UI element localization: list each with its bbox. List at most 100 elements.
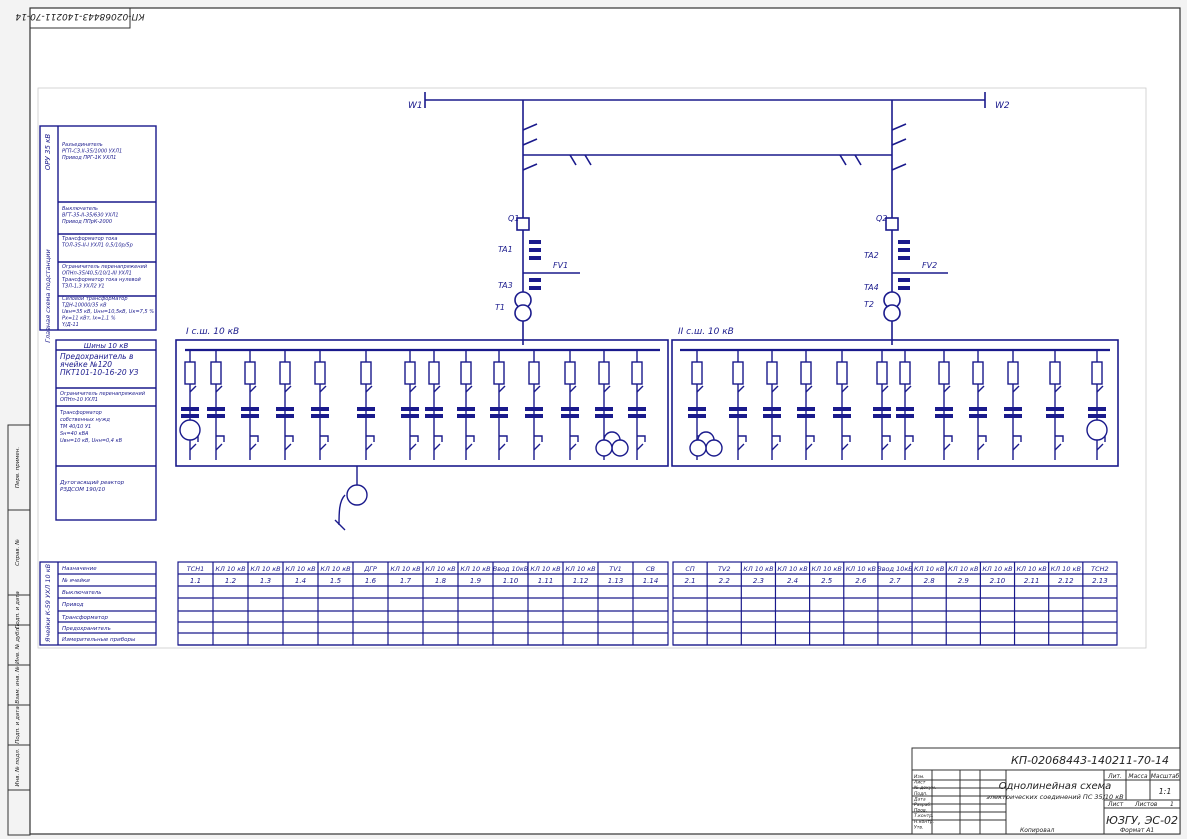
- cell-purpose: КЛ 10 кВ: [812, 565, 843, 573]
- title-role: Дата: [913, 796, 926, 802]
- cell-purpose: КЛ 10 кВ: [982, 565, 1013, 573]
- legend-hv-text: Силовой трансформатор: [62, 296, 128, 302]
- legend-mv-text: Трансформатор: [60, 410, 102, 416]
- bus-section-1-label: I с.ш. 10 кВ: [186, 327, 239, 337]
- cell-number: 2.3: [753, 577, 764, 585]
- title-block: [911, 747, 1181, 835]
- legend-hv-text: Выключатель: [62, 206, 98, 212]
- cell-purpose: TV1: [609, 565, 622, 573]
- arrester-fv1-label: FV1: [553, 261, 568, 270]
- cell-number: 1.11: [538, 577, 554, 585]
- legend-hv: [39, 125, 157, 331]
- switchgear-cell: [525, 350, 543, 460]
- switchgear-cell: [457, 350, 475, 460]
- side-stamps: [7, 424, 31, 836]
- switchgear-cell: [207, 350, 225, 460]
- legend-hv-text: Привод ПРГ-1К УХЛ1: [62, 155, 116, 161]
- legend-mv-text: РЗДСОМ 190/10: [60, 487, 106, 493]
- cell-number: 1.2: [225, 577, 237, 585]
- ct-ta4-label: TA4: [864, 283, 879, 292]
- switchgear-cell: [181, 350, 199, 460]
- cells-table-row-label: Назначение: [62, 566, 97, 572]
- legend-hv-text: Y/Д-11: [62, 322, 79, 328]
- switchgear-cell: [1004, 350, 1022, 460]
- cell-purpose: КЛ 10 кВ: [743, 565, 774, 573]
- cell-number: 2.7: [889, 577, 901, 585]
- cell-purpose: Ввод 10кВ: [877, 565, 913, 573]
- side-stamp-label: Подп. и дата: [15, 591, 21, 629]
- legend-hv-text: Pх=11 кВт, Iх=1,1 %: [62, 316, 116, 322]
- bus-section-2-label: II с.ш. 10 кВ: [678, 327, 734, 337]
- legend-mv-text: ОПНп-10 УХЛ1: [60, 397, 98, 403]
- switchgear-cell: [311, 350, 329, 460]
- switchgear-cell: [969, 350, 987, 460]
- cell-purpose: СП: [685, 565, 695, 573]
- transformer-t1-label: T1: [495, 303, 505, 312]
- title-code: КП-02068443-140211-70-14: [1011, 754, 1169, 767]
- switchgear-cell: [729, 350, 747, 460]
- title-role: Разраб.: [914, 802, 932, 808]
- switchgear-cell: [561, 350, 579, 460]
- cells-section-2: [672, 561, 1118, 646]
- cell-purpose: ТСН1: [187, 565, 205, 573]
- legend-mv: [55, 339, 157, 521]
- side-stamp-label: Взам. инв. №: [15, 666, 21, 704]
- cell-purpose: КЛ 10 кВ: [530, 565, 561, 573]
- title-role: Пров.: [914, 808, 927, 814]
- switchgear-cell: [425, 350, 443, 460]
- cell-number: 2.9: [958, 577, 970, 585]
- switchgear-cell: [935, 350, 953, 460]
- title-col-mass: Масса: [1128, 773, 1147, 780]
- cell-purpose: TV2: [718, 565, 731, 573]
- cell-purpose: КЛ 10 кВ: [250, 565, 281, 573]
- aux-transformer: [179, 419, 201, 441]
- cell-number: 1.4: [295, 577, 306, 585]
- cell-purpose: КЛ 10 кВ: [914, 565, 945, 573]
- title-col-lit: Лит.: [1107, 773, 1122, 780]
- cell-purpose: ТСН2: [1091, 565, 1109, 573]
- title-format: Формат А1: [1120, 827, 1154, 834]
- voltage-transformer: [689, 431, 723, 457]
- switchgear-cell: [896, 350, 914, 460]
- legend-mv-text: Предохранитель в: [60, 352, 133, 361]
- cell-number: 2.1: [685, 577, 696, 585]
- cell-number: 1.9: [470, 577, 482, 585]
- side-stamp-label: Инв. № подл.: [15, 748, 21, 786]
- switchgear-cell: [276, 350, 294, 460]
- switchgear-cell: [763, 350, 781, 460]
- cell-purpose: КЛ 10 кВ: [948, 565, 979, 573]
- legend-mv-text: ТМ 40/10 У1: [60, 424, 91, 430]
- cell-purpose: КЛ 10 кВ: [425, 565, 456, 573]
- switchgear-cell: [490, 350, 508, 460]
- line-w2-label: W2: [995, 101, 1010, 111]
- cell-purpose: КЛ 10 кВ: [846, 565, 877, 573]
- voltage-transformer: [595, 431, 629, 457]
- legend-mv-title: Шины 10 кВ: [84, 342, 129, 350]
- cell-number: 1.6: [365, 577, 377, 585]
- cells-table-row-label: Измерительные приборы: [62, 637, 136, 643]
- cell-purpose: КЛ 10 кВ: [390, 565, 421, 573]
- legend-hv-text: Трансформатор тока: [62, 236, 117, 242]
- switchgear-cell: [628, 350, 646, 460]
- cells-table-row-label: Предохранитель: [62, 626, 111, 632]
- cells-table-side-label: Ячейки К-59 УХЛ 10 кВ: [44, 563, 52, 643]
- legend-hv-text: Uвн=35 кВ, Uнн=10,5кВ, Uк=7,5 %: [62, 309, 154, 315]
- switchgear-cell: [1046, 350, 1064, 460]
- title-role: Изм.: [914, 774, 925, 780]
- title-line-2: электрических соединений ПС 35/10 кВ: [986, 793, 1124, 801]
- title-role: № докум.: [913, 785, 936, 791]
- legend-hv-text: Привод ППрК-2000: [62, 219, 112, 225]
- switchgear-cell: [797, 350, 815, 460]
- title-role: Н.контр.: [914, 819, 934, 825]
- title-scale-value: 1:1: [1159, 787, 1172, 796]
- cell-purpose: КЛ 10 кВ: [777, 565, 808, 573]
- legend-hv-text: РГП-СЗ.II-35/1000 УХЛ1: [62, 149, 122, 155]
- legend-hv-text: ТЗЛ-1,3 УХЛ2 У1: [62, 284, 105, 290]
- breaker-q2-label: Q2: [876, 214, 887, 223]
- legend-mv-text: собственных нужд: [60, 417, 110, 423]
- title-role: Утв.: [914, 824, 923, 830]
- ct-ta3-label: TA3: [498, 281, 513, 290]
- arrester-fv2-label: FV2: [922, 261, 937, 270]
